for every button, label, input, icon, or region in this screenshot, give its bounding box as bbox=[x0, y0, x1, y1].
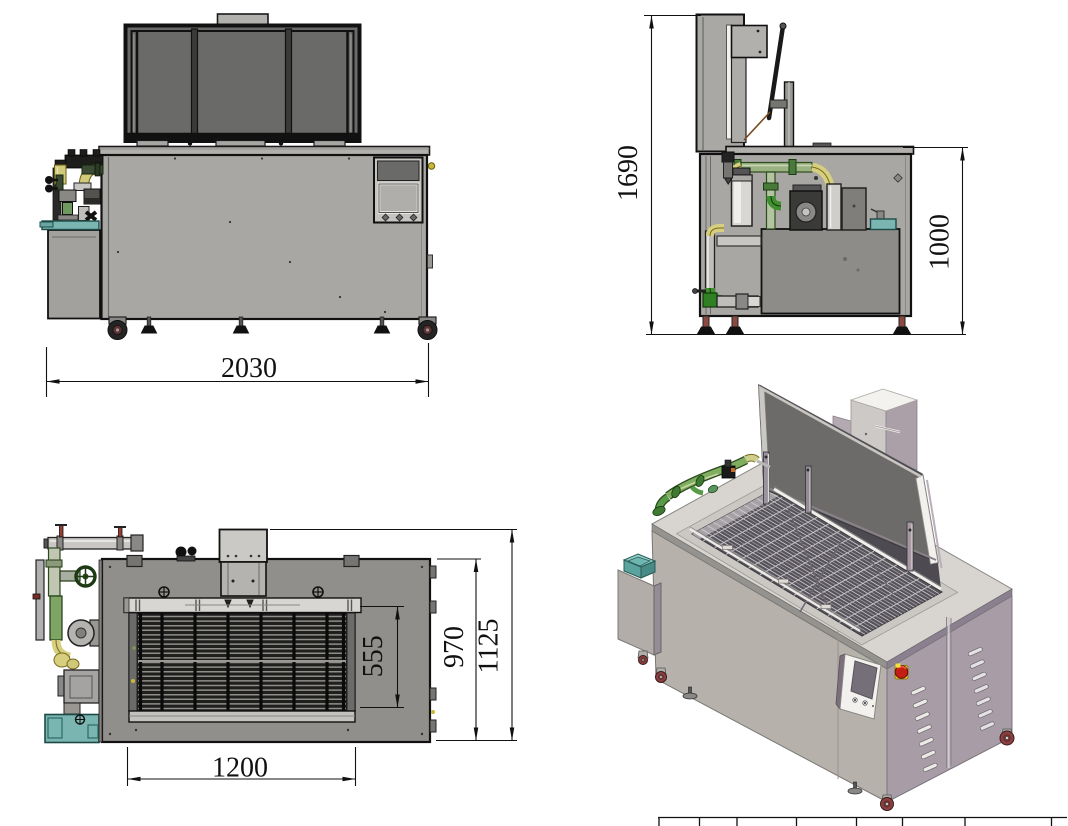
svg-text:1125: 1125 bbox=[474, 619, 505, 674]
svg-text:555: 555 bbox=[358, 635, 389, 677]
svg-text:1000: 1000 bbox=[925, 214, 956, 270]
svg-text:2030: 2030 bbox=[221, 353, 277, 384]
svg-text:1690: 1690 bbox=[613, 145, 644, 201]
svg-text:1200: 1200 bbox=[212, 753, 268, 784]
svg-text:970: 970 bbox=[439, 626, 470, 668]
